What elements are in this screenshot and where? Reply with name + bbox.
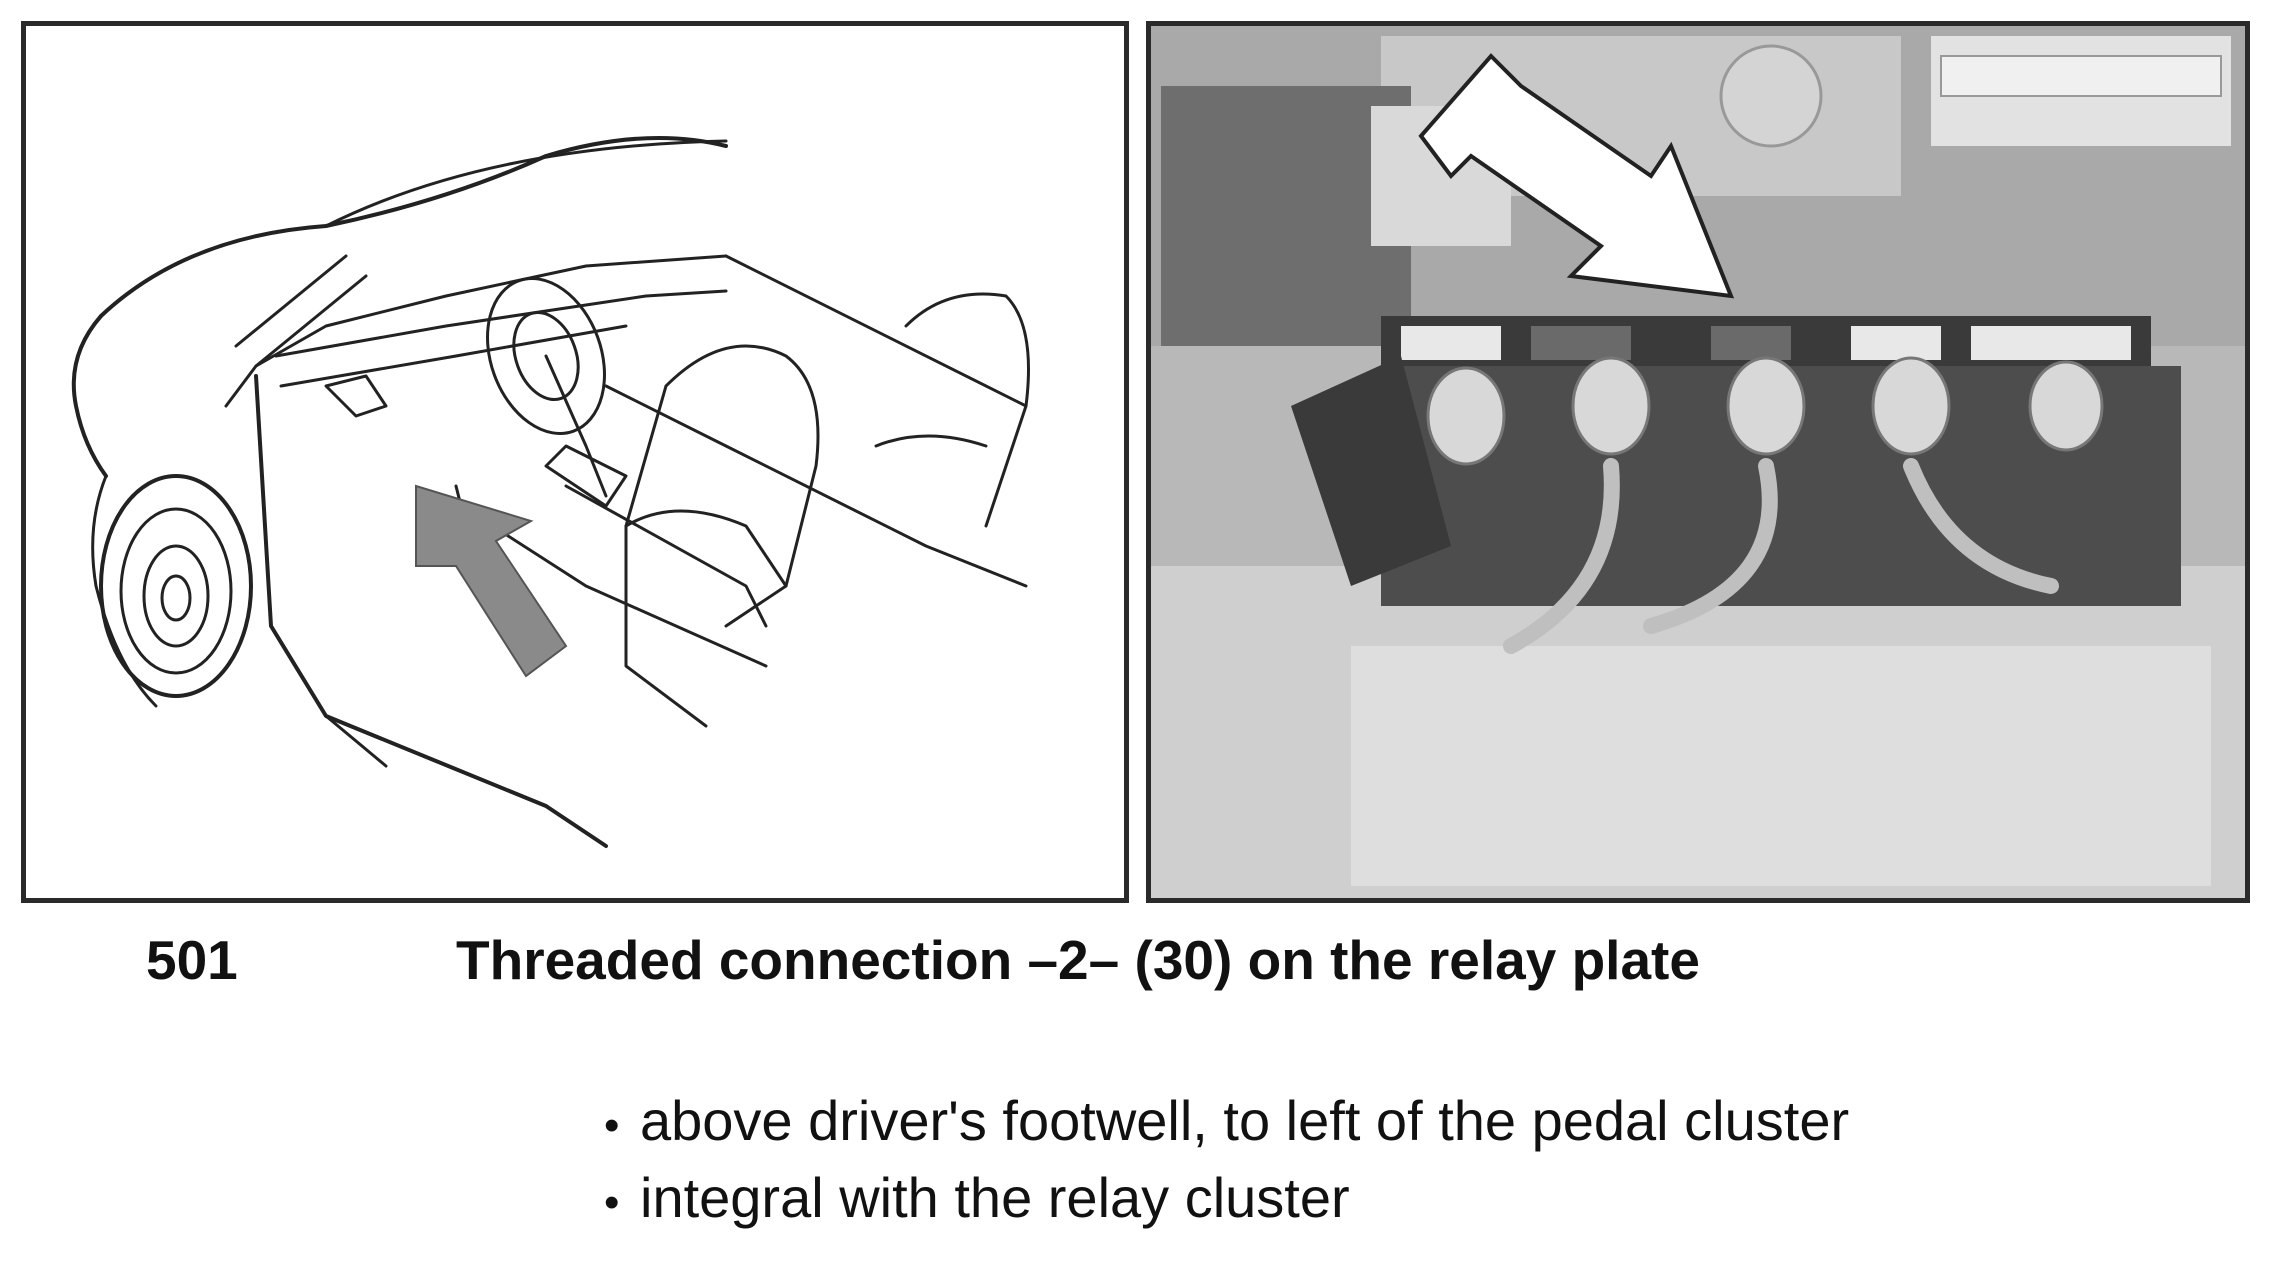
list-item-text: above driver's footwell, to left of the … — [640, 1089, 1850, 1152]
figure-title: Threaded connection –2– (30) on the rela… — [456, 929, 1700, 991]
relay-plate-illustration — [1151, 26, 2245, 898]
list-item: • integral with the relay cluster — [604, 1162, 1849, 1239]
figure-number: 501 — [146, 929, 238, 991]
bullet-icon: • — [604, 1101, 620, 1150]
pointer-arrow — [1418, 53, 1735, 299]
bullet-icon: • — [604, 1178, 620, 1227]
list-item-text: integral with the relay cluster — [640, 1166, 1350, 1229]
relay-plate-photo — [1146, 21, 2250, 903]
location-arrow — [415, 484, 568, 678]
car-line-drawing — [71, 136, 1030, 848]
list-item: • above driver's footwell, to left of th… — [604, 1085, 1849, 1162]
car-location-drawing — [21, 21, 1129, 903]
location-notes-list: • above driver's footwell, to left of th… — [604, 1085, 1849, 1239]
